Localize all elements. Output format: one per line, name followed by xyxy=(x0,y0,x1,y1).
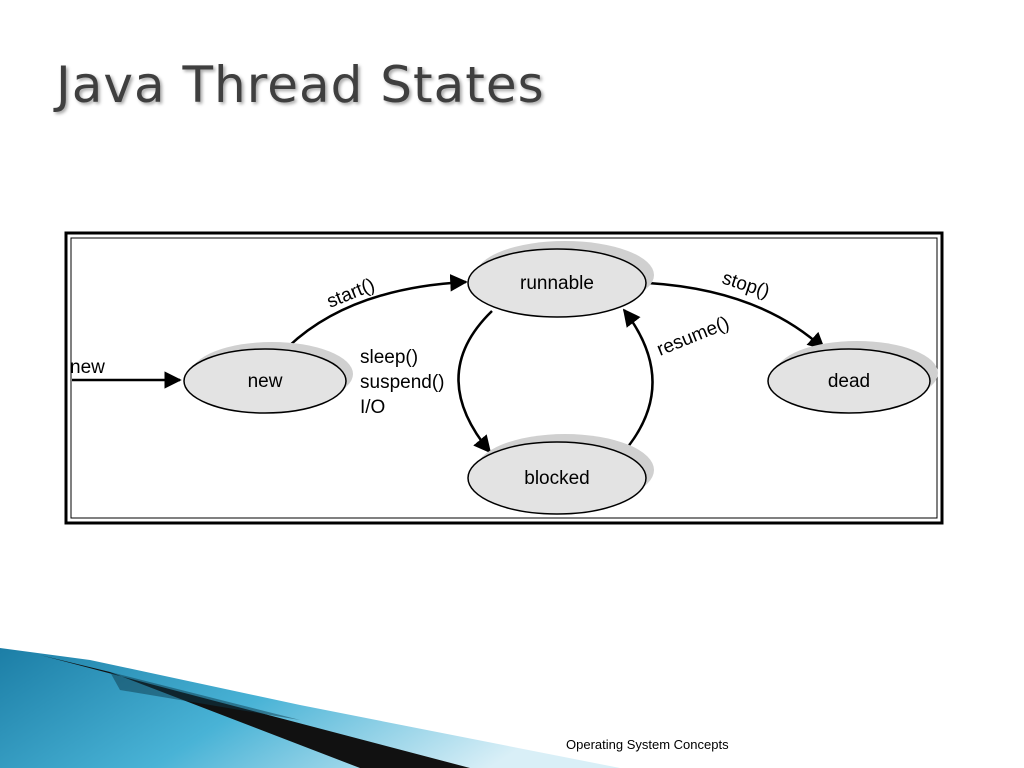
transition-block-label-2: suspend() xyxy=(360,372,445,393)
arrow-stop xyxy=(647,281,826,351)
state-new-node xyxy=(183,348,347,414)
arrow-resume xyxy=(621,308,654,455)
state-dead-node xyxy=(767,348,931,414)
slide-footer: Operating System Concepts xyxy=(566,737,729,752)
state-runnable-node xyxy=(467,248,647,318)
state-runnable-label: runnable xyxy=(520,273,594,294)
transition-entry-label: new xyxy=(70,357,105,378)
transition-block-label-3: I/O xyxy=(360,397,385,418)
state-blocked-label: blocked xyxy=(524,468,590,489)
state-dead-label: dead xyxy=(828,371,870,392)
state-blocked-node xyxy=(467,441,647,515)
state-new-label: new xyxy=(248,371,283,392)
slide-title: Java Thread States xyxy=(56,56,545,114)
state-new: new xyxy=(183,342,353,414)
state-runnable: runnable xyxy=(467,241,654,318)
arrow-block xyxy=(457,310,493,454)
state-blocked: blocked xyxy=(467,434,654,515)
arrow-start xyxy=(287,274,468,348)
transition-block-label-1: sleep() xyxy=(360,347,418,368)
state-dead: dead xyxy=(767,341,938,414)
